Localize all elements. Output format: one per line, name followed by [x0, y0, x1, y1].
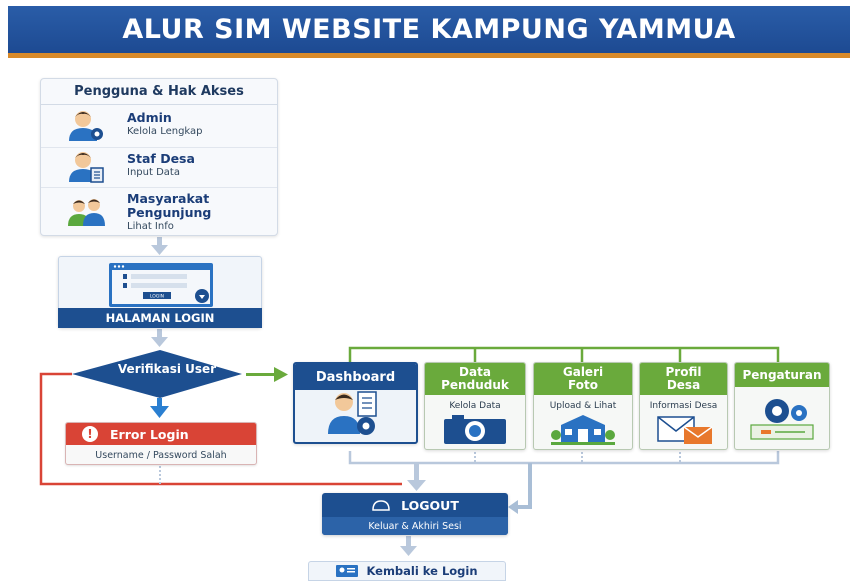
module-dashboard-title: Dashboard [295, 364, 416, 390]
module-pengaturan[interactable]: Pengaturan [734, 362, 830, 450]
error-message: Username / Password Salah [95, 449, 227, 461]
users-heading: Pengguna & Hak Akses [41, 79, 277, 105]
module-galeri-title-1: Galeri [562, 365, 604, 379]
role-staff-desc: Input Data [127, 167, 180, 178]
login-page-box[interactable]: LOGIN HALAMAN LOGIN [58, 256, 262, 328]
module-pengaturan-title: Pengaturan [735, 363, 829, 387]
module-penduduk-title-1: Data [459, 365, 491, 379]
error-login-box: ! Error Login Username / Password Salah [65, 422, 257, 465]
role-visitors: Masyarakat Pengunjung Lihat Info [41, 187, 277, 235]
verify-user-label: Verifikasi User [117, 362, 217, 376]
login-button-text: LOGIN [150, 294, 164, 300]
staff-document-icon [69, 152, 104, 183]
header-banner: ALUR SIM WEBSITE KAMPUNG YAMMUA [8, 6, 850, 58]
logout-box[interactable]: LOGOUT Keluar & Akhiri Sesi [322, 493, 508, 535]
back-to-login[interactable]: Kembali ke Login [308, 561, 506, 581]
module-penduduk-title-2: Penduduk [441, 378, 509, 392]
module-galeri-desc: Upload & Lihat [549, 401, 617, 411]
module-profil-desc: Informasi Desa [649, 401, 718, 411]
role-staff: Staf Desa Input Data [41, 147, 277, 187]
logout-cloud-icon [372, 500, 390, 511]
page-title: ALUR SIM WEBSITE KAMPUNG YAMMUA [122, 14, 736, 45]
role-visitors-name-1: Masyarakat [127, 191, 210, 206]
role-admin-name: Admin [127, 110, 172, 125]
error-title: Error Login [110, 426, 189, 442]
module-profil-title-1: Profil [665, 365, 702, 379]
login-screen-icon: LOGIN [109, 263, 213, 307]
login-caption: HALAMAN LOGIN [58, 308, 262, 328]
module-dashboard[interactable]: Dashboard [293, 362, 418, 444]
role-admin: Admin Kelola Lengkap [41, 107, 277, 147]
house-gallery-icon [551, 415, 615, 445]
settings-gears-icon [750, 399, 814, 440]
back-label: Kembali ke Login [366, 564, 478, 578]
role-visitors-name-2: Pengunjung [127, 205, 212, 220]
module-penduduk-desc: Kelola Data [449, 401, 501, 411]
id-card-icon [336, 565, 359, 577]
logout-desc: Keluar & Akhiri Sesi [322, 517, 508, 535]
camera-icon [444, 415, 506, 444]
role-admin-desc: Kelola Lengkap [127, 126, 203, 137]
logout-label: LOGOUT [401, 497, 459, 513]
users-access-card: Pengguna & Hak Akses Admin Kelola Lengka… [40, 78, 278, 236]
alert-icon: ! [82, 426, 98, 442]
module-galeri-title-2: Foto [568, 378, 598, 392]
visitors-group-icon [68, 199, 105, 226]
role-staff-name: Staf Desa [127, 151, 195, 166]
admin-gear-icon [69, 111, 103, 141]
dashboard-user-icon [327, 391, 377, 435]
role-visitors-desc: Lihat Info [127, 221, 174, 232]
module-profil-title-2: Desa [666, 378, 701, 392]
envelope-icon [656, 416, 712, 444]
